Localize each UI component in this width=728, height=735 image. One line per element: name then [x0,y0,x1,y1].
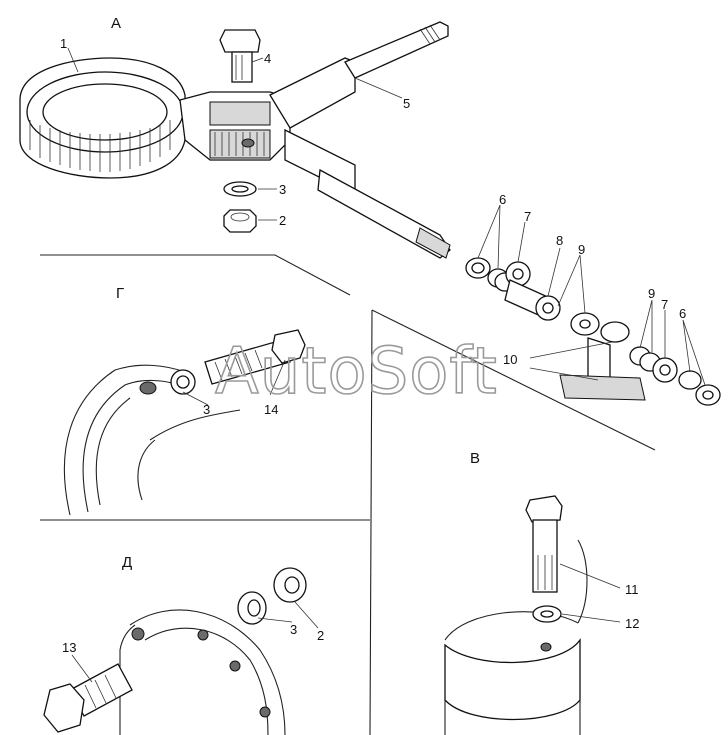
lock-washer-3-d [237,591,267,625]
callout-6-b: 6 [679,306,686,321]
clamp-arm-upper [269,21,449,129]
clamp-jaw-block [179,91,291,161]
housing-d [119,609,286,735]
leader-lines-g [182,359,286,406]
section-label-a: А [111,15,121,32]
bolt-13 [43,663,133,733]
leader-lines-a [67,47,706,386]
callout-13: 13 [62,640,76,655]
callout-3-g: 3 [203,402,210,417]
clamp-ring [19,57,186,179]
callout-3-d: 3 [290,622,297,637]
sleeve-8 [504,279,561,321]
lock-washer-3-g [170,369,196,395]
callout-3-a: 3 [279,182,286,197]
watermark-text: AutoSoft [215,335,498,409]
callout-1: 1 [60,36,67,51]
clamp-arm-lower [284,128,451,259]
callout-7-b: 7 [661,297,668,312]
housing-v [444,539,588,735]
bolt-11 [525,495,563,593]
callout-9-a: 9 [578,242,585,257]
callout-2-d: 2 [317,628,324,643]
bolt-14 [204,329,306,385]
view-divider-lines [40,254,656,735]
callout-14: 14 [264,402,278,417]
bracket-10 [559,321,646,401]
lock-washer-12 [532,605,562,623]
washer-flat-9 [570,312,600,336]
housing-g [63,364,241,516]
callout-7-a: 7 [524,209,531,224]
callout-6-a: 6 [499,192,506,207]
callout-5: 5 [403,96,410,111]
nut-6-right [678,370,721,406]
nut-2-d [273,567,307,603]
callout-10: 10 [503,352,517,367]
section-label-d: Д [122,554,132,571]
section-label-v: В [470,450,480,467]
callout-12: 12 [625,616,639,631]
nut-2-a [223,209,257,233]
washer-7-right [652,357,678,383]
nut-6-left [465,257,491,279]
lock-washer-3-a [223,181,257,197]
callout-11: 11 [625,582,639,597]
callout-9-b: 9 [648,286,655,301]
leader-lines-v [559,563,621,623]
bolt-4 [219,29,261,83]
callout-2-a: 2 [279,213,286,228]
callout-8: 8 [556,233,563,248]
callout-4: 4 [264,51,271,66]
section-label-g: Г [116,285,124,302]
leader-lines-d [71,601,319,683]
